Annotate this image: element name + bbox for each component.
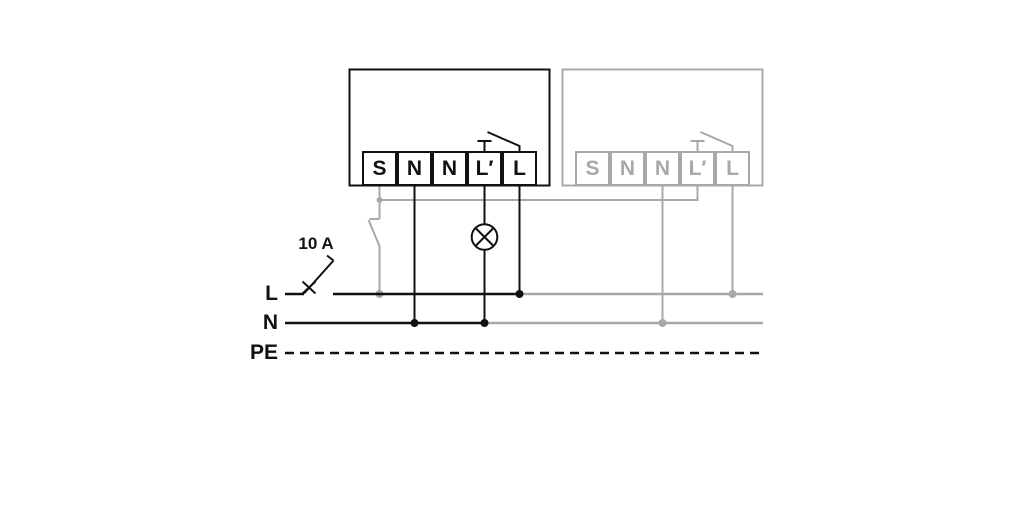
- device1-terminal-l: L: [502, 151, 537, 186]
- device1-terminal-strip: S N N L′ L: [362, 151, 537, 186]
- device1-terminal-lp: L′: [467, 151, 502, 186]
- device2-terminal-n2: N: [645, 151, 680, 186]
- device2-terminal-strip: S N N L′ L: [575, 151, 750, 186]
- fuse-rating-label: 10 A: [298, 234, 334, 253]
- circuit-breaker-icon: [301, 254, 335, 295]
- l-bus-label: L: [265, 282, 278, 305]
- device2-terminal-s: S: [575, 151, 610, 186]
- junction-dot: [658, 319, 667, 327]
- relay-contact-icon: [690, 131, 734, 151]
- pushbutton-s-line: [379, 186, 699, 201]
- junction-dot: [376, 197, 383, 203]
- junction-dot: [728, 290, 737, 298]
- device2-terminal-l: L: [715, 151, 750, 186]
- device2-terminal-lp: L′: [680, 151, 715, 186]
- junction-dots-gray: [375, 197, 737, 327]
- junction-dot: [480, 319, 489, 327]
- junction-dot: [515, 290, 524, 298]
- junction-dots-black: [410, 290, 524, 327]
- n-bus-label: N: [262, 311, 278, 334]
- secondary-device-wiring: [367, 68, 764, 327]
- junction-dot: [410, 319, 419, 327]
- relay-contact-icon: [477, 131, 521, 151]
- primary-device-wiring: [285, 68, 763, 355]
- device1-terminal-n2: N: [432, 151, 467, 186]
- lamp-icon: [470, 223, 499, 251]
- device1-terminal-n1: N: [397, 151, 432, 186]
- pe-bus-label: PE: [249, 341, 278, 364]
- device1-terminal-s: S: [362, 151, 397, 186]
- device2-terminal-n1: N: [610, 151, 645, 186]
